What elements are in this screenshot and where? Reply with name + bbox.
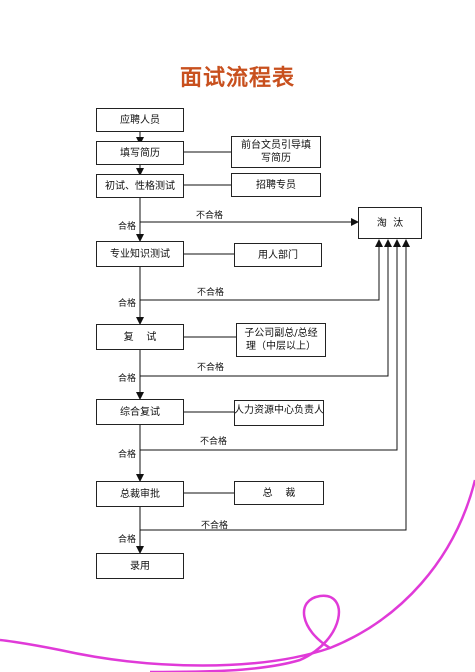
step-fill-resume: 填写简历: [96, 141, 184, 165]
responsible-president: 总 裁: [234, 481, 324, 505]
step-hire: 录用: [96, 553, 184, 579]
page-title: 面试流程表: [179, 66, 295, 91]
responsible-hr-head: 人力资源中心负责人: [234, 400, 324, 426]
step-initial-test: 初试、性格测试: [96, 174, 184, 198]
fail-label: 不合格: [197, 363, 225, 373]
step-professional-test: 专业知识测试: [96, 241, 184, 267]
pass-label: 合格: [118, 222, 137, 232]
fail-label: 不合格: [197, 288, 225, 298]
fail-label: 不合格: [196, 211, 224, 221]
responsible-recruiter: 招聘专员: [231, 173, 321, 197]
pass-label: 合格: [118, 374, 137, 384]
step-comprehensive-interview: 综合复试: [96, 399, 184, 425]
fail-label: 不合格: [200, 437, 228, 447]
responsible-hiring-dept: 用人部门: [234, 243, 322, 267]
pass-label: 合格: [118, 535, 137, 545]
step-second-interview: 复 试: [96, 324, 184, 350]
step-president-approval: 总裁审批: [96, 481, 184, 507]
fail-label: 不合格: [201, 521, 229, 531]
step-applicant: 应聘人员: [96, 108, 184, 132]
responsible-subsidiary-gm: 子公司副总/总经理（中层以上）: [236, 323, 326, 357]
pass-label: 合格: [118, 299, 137, 309]
reject-box: 淘 汰: [358, 207, 422, 239]
responsible-front-desk: 前台文员引导填写简历: [231, 136, 321, 168]
pass-label: 合格: [118, 450, 137, 460]
